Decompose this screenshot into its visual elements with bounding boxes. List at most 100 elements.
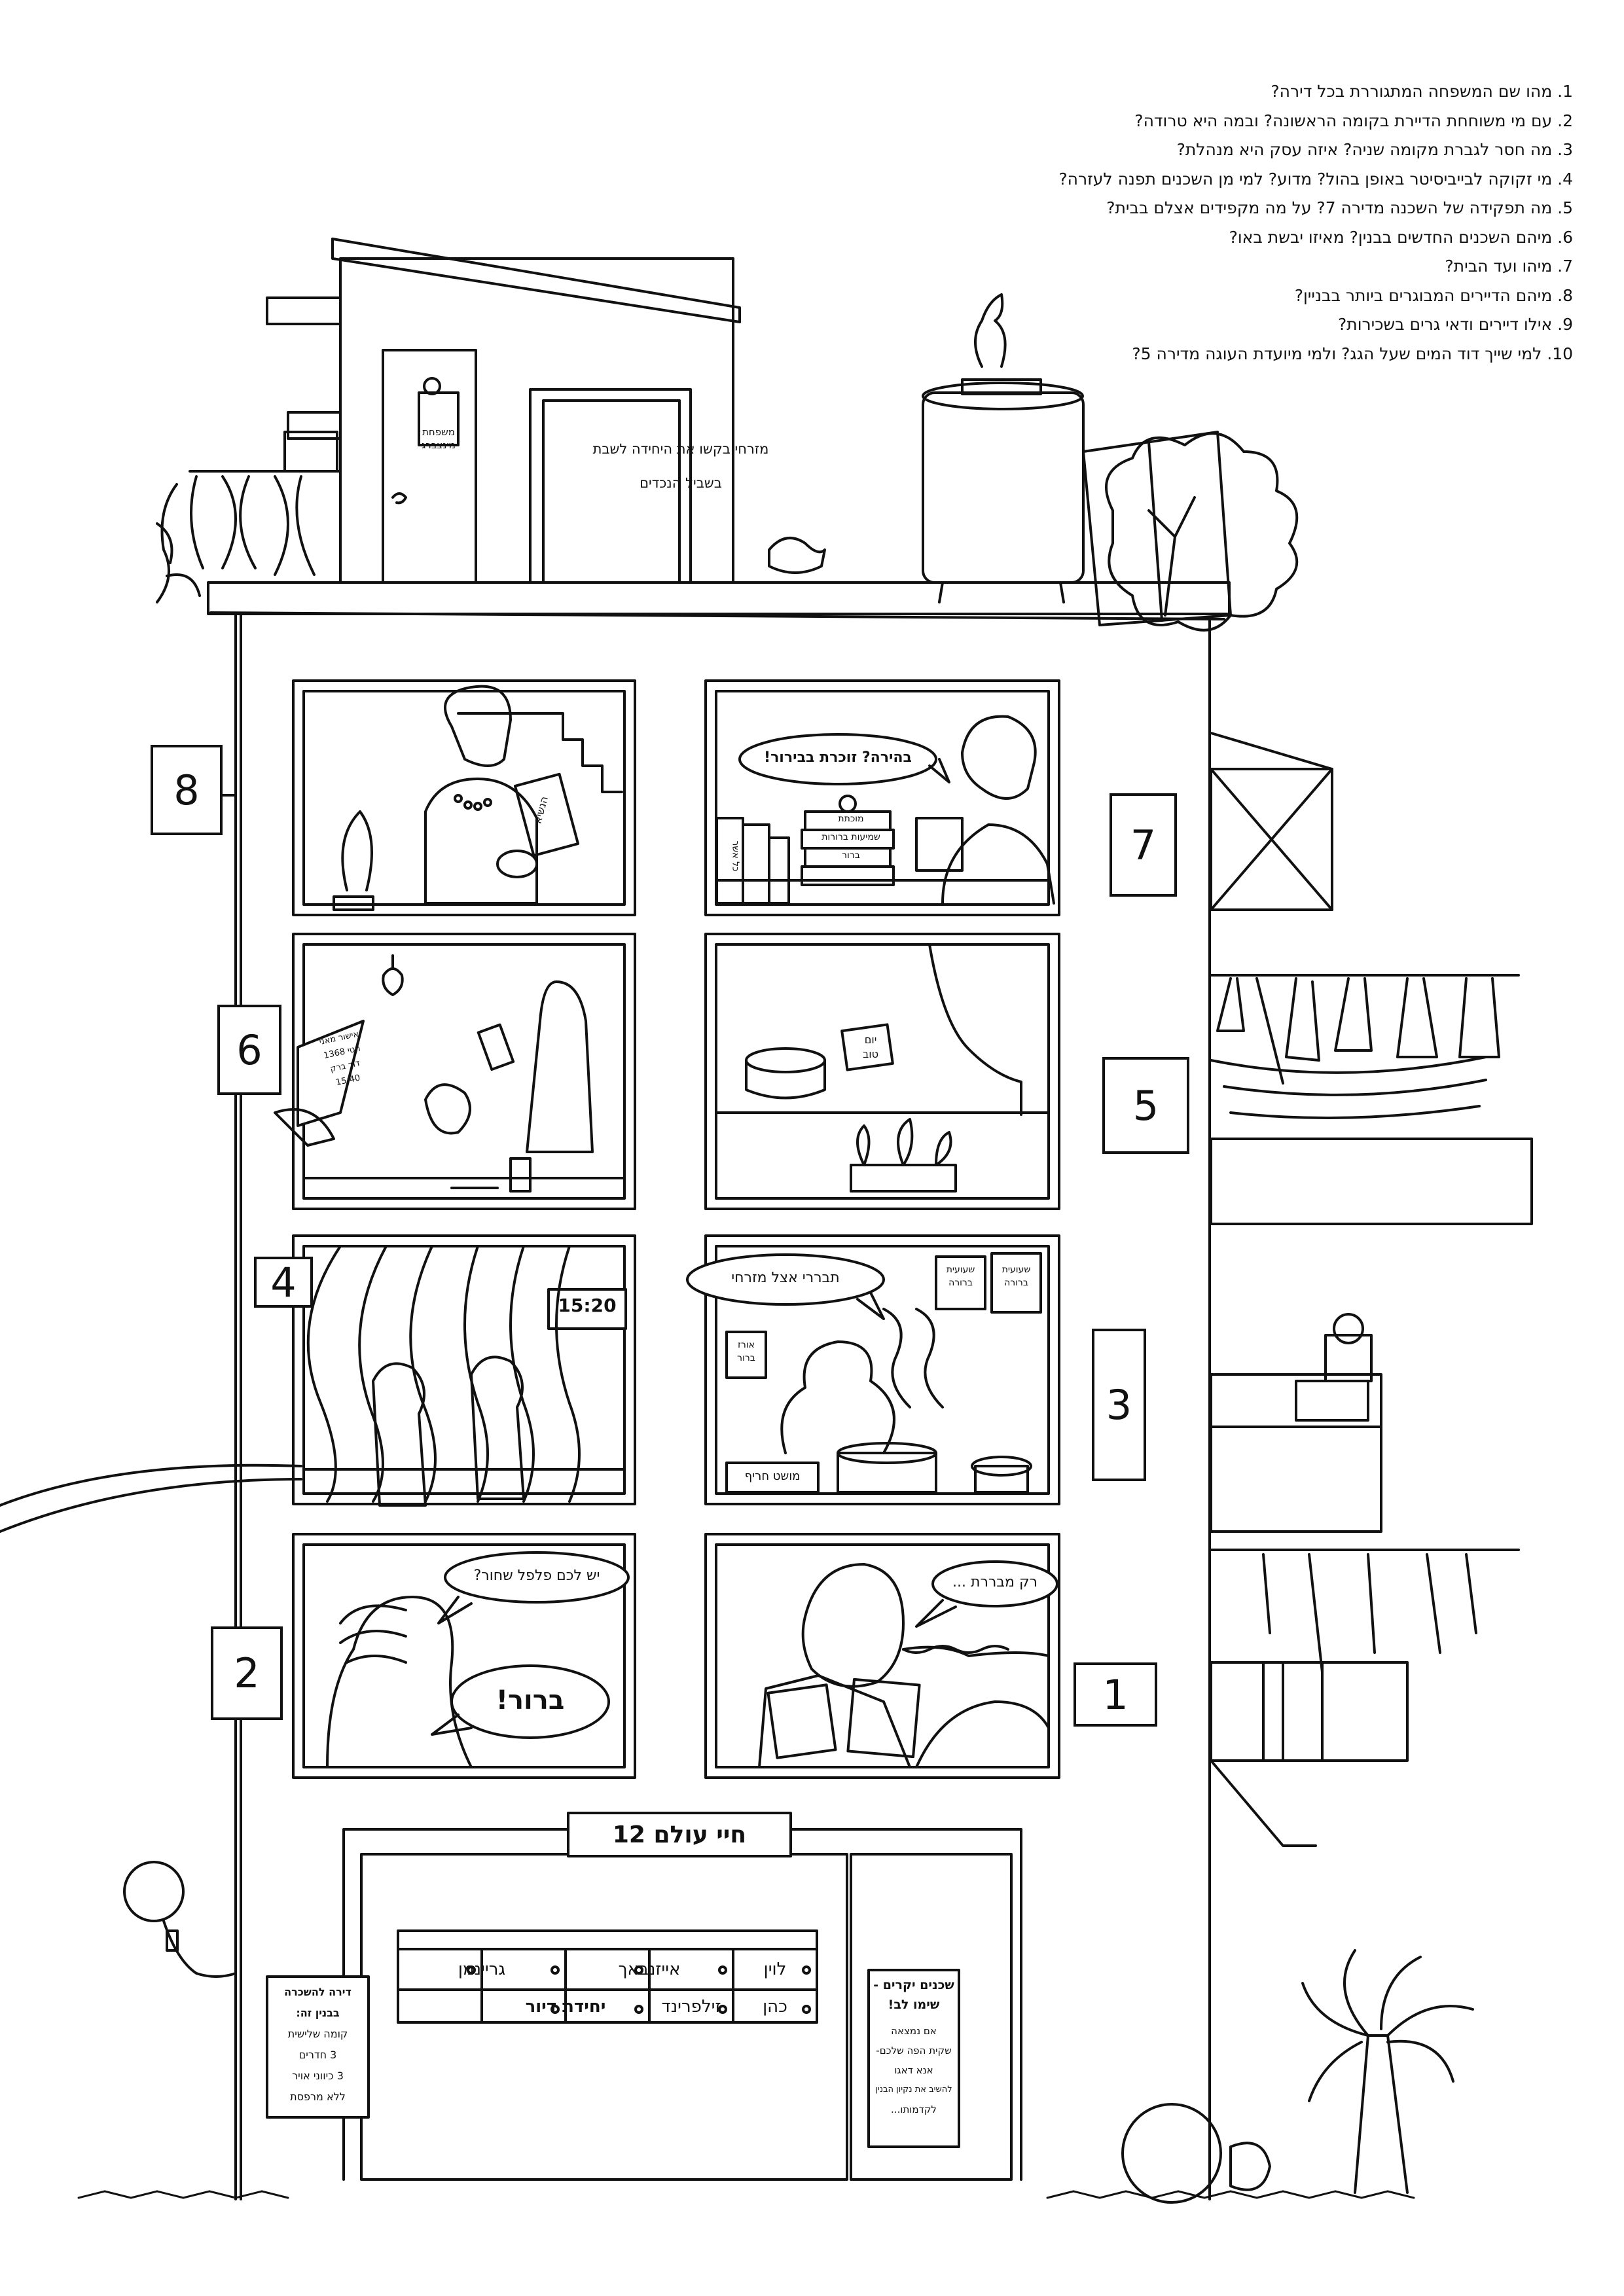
apartment-number-1-label: 1 <box>1102 1670 1128 1719</box>
apt3-calendar: מושט חריף <box>744 1469 801 1483</box>
palm-tree <box>1301 1949 1474 2194</box>
apt3-box-2-line-1: שעועית <box>1001 1265 1031 1275</box>
roof-bubble-line-2: בשביל הנכדים <box>640 475 722 491</box>
apartment-2-window <box>292 1533 636 1779</box>
apt3-jar: אורז ברור <box>727 1338 766 1365</box>
apartment-number-4: 4 <box>254 1257 313 1308</box>
apt7-book-2: שמיעות ברורות <box>821 832 880 842</box>
roof-railing <box>156 411 342 603</box>
question-4: 4. מי זקוקה לבייביסיטר באופן בהול? מדוע?… <box>1058 169 1573 188</box>
apt3-box-2: שעועית ברורה <box>992 1263 1041 1289</box>
question-10: 10. למי שייך דוד המים שעל הגג? ולמי מיוע… <box>1132 344 1573 363</box>
neighbors-notice-line-3: אנא דאגו <box>894 2064 933 2076</box>
apartment-4-window <box>0 1234 636 1533</box>
neighbors-notice-title-2: שימו לב! <box>888 1998 940 2012</box>
apt7-book-1: מוכתת <box>838 814 864 824</box>
rental-notice-line-4: 3 חדרים <box>298 2049 337 2061</box>
rental-notice-line-1: דירה להשכרה <box>284 1986 352 1998</box>
apt4-clock: 15:20 <box>558 1295 617 1316</box>
apartment-number-7-label: 7 <box>1130 821 1157 869</box>
apt3-box-1-line-1: שעועית <box>946 1265 975 1275</box>
apartment-number-8: 8 <box>151 745 223 835</box>
question-6: 6. מיהם השכנים החדשים בבנין? מאיזו יבשת … <box>1229 227 1573 247</box>
mailbox-1: לוין <box>763 1960 787 1979</box>
rental-notice-line-6: ללא מרפסת <box>290 2090 346 2103</box>
neighbors-notice-line-5: לקדמותו... <box>891 2104 937 2115</box>
neighbors-notice: שכנים יקרים - שימו לב! אם נמצאה שקית הפה… <box>869 1975 959 2119</box>
apt2-speech-bubble-bottom: ברור! <box>496 1685 565 1715</box>
mailbox-5: זילפרינד <box>661 1997 721 2017</box>
apt5-card-line-1: יום <box>864 1033 877 1046</box>
apt3-jar-line-1: אורז <box>738 1340 755 1350</box>
apt5-card: יום טוב <box>848 1033 893 1062</box>
balcony-lower <box>1210 1549 1520 1847</box>
rental-notice: דירה להשכרה בבנין זה: קומה שלישית 3 חדרי… <box>267 1982 369 2108</box>
question-1: 1. מהו שם המשפחה המתגוררת בכל דירה? <box>1271 82 1573 101</box>
apt3-jar-line-2: ברור <box>737 1353 755 1363</box>
door-sign-line-1: משפחת <box>422 426 455 438</box>
building-sign: חיי עולם 12 <box>612 1821 747 1848</box>
apt3-speech-bubble: תבררי אצל מזרחי <box>731 1270 840 1286</box>
roof-bubble-line-1: מזרחי בקשו את היחידה לשבת <box>592 441 769 457</box>
neighbors-notice-title-1: שכנים יקרים - <box>873 1978 954 1992</box>
water-boiler <box>768 293 1085 603</box>
apartment-number-5-label: 5 <box>1132 1081 1159 1130</box>
balloons <box>1121 2103 1271 2204</box>
mailbox-2: אייזנבאך <box>618 1960 681 1979</box>
apartment-8-window <box>292 679 636 916</box>
neighbors-notice-line-2: שקית הפה שלכם- <box>876 2045 952 2056</box>
street-lamp <box>123 1861 237 1978</box>
question-7: 7. מיהו ועד הבית? <box>1445 257 1573 276</box>
apartment-number-3: 3 <box>1092 1329 1146 1481</box>
apt3-box-2-line-2: ברורה <box>1004 1278 1028 1288</box>
apartment-number-6: 6 <box>217 1005 281 1095</box>
apartment-6-window <box>274 933 636 1210</box>
apt1-speech-bubble: רק מבררת ... <box>952 1574 1038 1590</box>
apartment-3-window <box>686 1234 1060 1505</box>
roof-door-sign: משפחת מינצברג <box>412 425 465 452</box>
apartment-5-window <box>704 933 1060 1210</box>
balcony-middle <box>1210 1313 1382 1533</box>
apt7-book-4: ברור <box>842 850 860 861</box>
apartment-number-2: 2 <box>211 1626 283 1720</box>
questions-list: 1. מהו שם המשפחה המתגוררת בכל דירה? 2. ע… <box>866 77 1573 368</box>
apartment-number-1: 1 <box>1074 1662 1157 1727</box>
apt7-speech-bubble: בהירה? זוכרת בבירור! <box>764 749 912 766</box>
apartment-number-7: 7 <box>1110 793 1177 897</box>
roof-speech-bubble: מזרחי בקשו את היחידה לשבת בשביל הנכדים <box>550 432 812 500</box>
apt3-box-1-line-2: ברורה <box>948 1278 973 1288</box>
neighbors-notice-line-1: אם נמצאה <box>891 2025 937 2037</box>
rental-notice-line-2: בבנין זה: <box>296 2007 340 2019</box>
question-5: 5. מה תפקידה של השכנה מדירה 7? על מה מקפ… <box>1106 198 1573 217</box>
laundry-balcony <box>1210 974 1533 1225</box>
question-8: 8. מיהם הדיירים המבוגרים ביותר בבניין? <box>1294 285 1573 305</box>
apt7-book-3: כל אשר <box>730 840 741 872</box>
rental-notice-line-5: 3 כיווני אויר <box>292 2070 344 2082</box>
roof-shed <box>266 238 741 600</box>
neighbors-notice-line-4: להשיב את נקיון הבנין <box>875 2085 952 2094</box>
apartment-1-window <box>704 1533 1060 1779</box>
apartment-number-3-label: 3 <box>1106 1381 1132 1429</box>
door-sign-line-2: מינצברג <box>422 439 456 451</box>
rental-notice-line-3: קומה שלישית <box>287 2028 348 2040</box>
apartment-number-8-label: 8 <box>173 766 200 814</box>
question-9: 9. אילו דיירים ודאי גרים בשכירות? <box>1338 315 1573 334</box>
apartment-number-5: 5 <box>1102 1057 1189 1154</box>
mailbox-6: יחידת דיור <box>525 1997 606 2017</box>
question-3: 3. מה חסר לגברת מקומה שניה? איזה עסק היא… <box>1176 140 1573 159</box>
roof-tree <box>1105 432 1299 632</box>
mailbox-4: כהן <box>763 1997 787 2017</box>
balcony-upper <box>1210 732 1333 911</box>
apartment-number-4-label: 4 <box>270 1258 297 1306</box>
apt5-card-line-2: טוב <box>863 1048 878 1060</box>
door-sign <box>418 391 460 446</box>
apartment-7-window <box>704 679 1060 916</box>
apt2-speech-bubble-top: יש לכם פלפל שחור? <box>473 1568 600 1584</box>
apartment-number-6-label: 6 <box>236 1026 262 1074</box>
mailbox-3: גריינמן <box>458 1960 506 1979</box>
entrance-frame <box>266 1812 1022 2181</box>
apt3-box-1: שעועית ברורה <box>936 1263 985 1289</box>
apartment-number-2-label: 2 <box>234 1649 260 1697</box>
question-2: 2. עם מי משוחחת הדיירת בקומה הראשונה? וב… <box>1134 111 1573 130</box>
